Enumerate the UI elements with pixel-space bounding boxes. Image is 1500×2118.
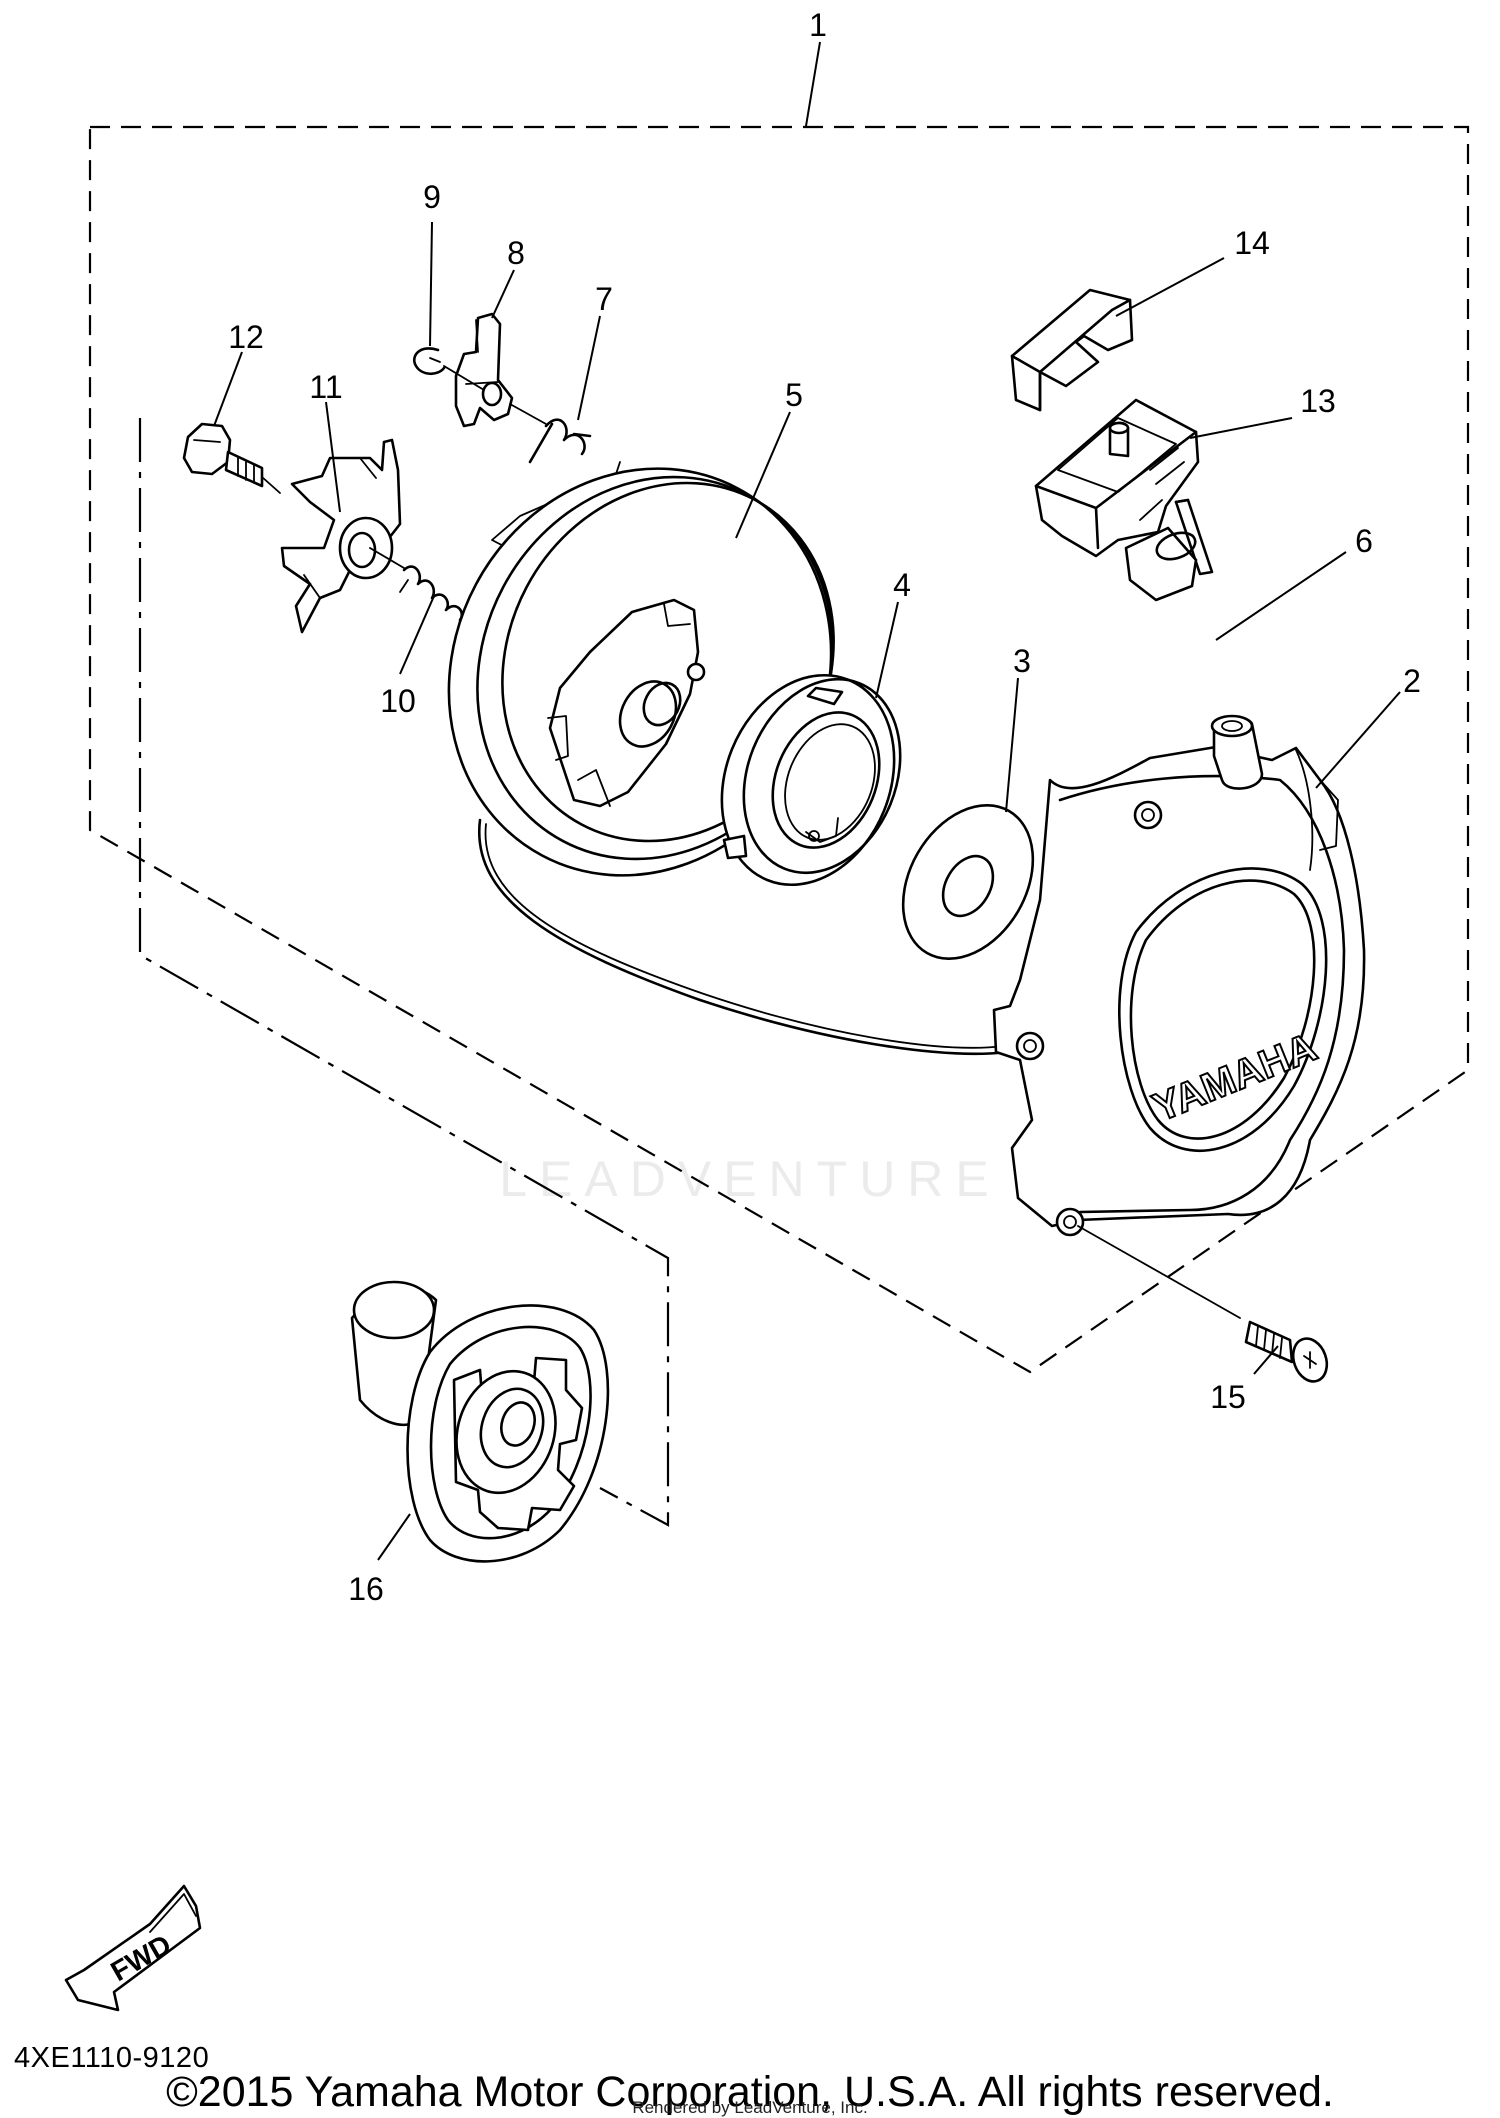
part-cap-14[interactable] — [1010, 288, 1134, 412]
callout-4: 4 — [893, 567, 911, 603]
callout-labels: 1 2 3 4 5 6 7 8 9 10 11 12 13 14 15 16 — [228, 7, 1421, 1607]
callout-5: 5 — [785, 377, 803, 413]
callout-3: 3 — [1013, 643, 1031, 679]
callout-6: 6 — [1355, 523, 1373, 559]
part-drive-plate-16[interactable] — [350, 1280, 610, 1563]
callout-15: 15 — [1210, 1379, 1246, 1415]
callout-11: 11 — [309, 369, 342, 405]
part-clip-9[interactable] — [413, 347, 446, 376]
alignment-guide — [138, 418, 670, 1527]
part-washer-3[interactable] — [877, 782, 1059, 982]
callout-14: 14 — [1234, 225, 1270, 261]
part-bolt-12[interactable] — [182, 422, 281, 494]
render-credit: Rendered by LeadVenture, Inc. — [632, 2098, 868, 2117]
part-handle-13[interactable] — [1034, 398, 1200, 602]
callout-16: 16 — [348, 1571, 384, 1607]
part-plate-11[interactable] — [280, 438, 402, 634]
leader-lines — [213, 41, 1401, 1561]
callout-9: 9 — [423, 179, 441, 215]
diagram-code: 4XE1110-9120 — [14, 2042, 210, 2074]
part-starter-case-2[interactable]: YAMAHA — [992, 714, 1366, 1237]
guide-case-screw — [1077, 1225, 1241, 1319]
part-pawl-8[interactable] — [443, 312, 514, 428]
watermark: LEADVENTURE — [499, 1151, 1001, 1207]
callout-12: 12 — [228, 319, 264, 355]
part-screw-15[interactable] — [1244, 1320, 1333, 1386]
callout-10: 10 — [380, 683, 416, 719]
part-rope-6[interactable] — [477, 498, 1214, 1056]
callout-2: 2 — [1403, 663, 1421, 699]
callout-13: 13 — [1300, 383, 1336, 419]
part-spring-7[interactable] — [509, 403, 592, 464]
assembly-boundary — [88, 125, 1470, 1374]
part-spring-case-4[interactable] — [692, 649, 929, 911]
copyright-notice: ©2015 Yamaha Motor Corporation, U.S.A. A… — [166, 2068, 1334, 2116]
callout-8: 8 — [507, 235, 525, 271]
fwd-arrow: FWD — [64, 1884, 202, 2012]
callout-1: 1 — [809, 7, 827, 43]
callout-7: 7 — [595, 281, 613, 317]
